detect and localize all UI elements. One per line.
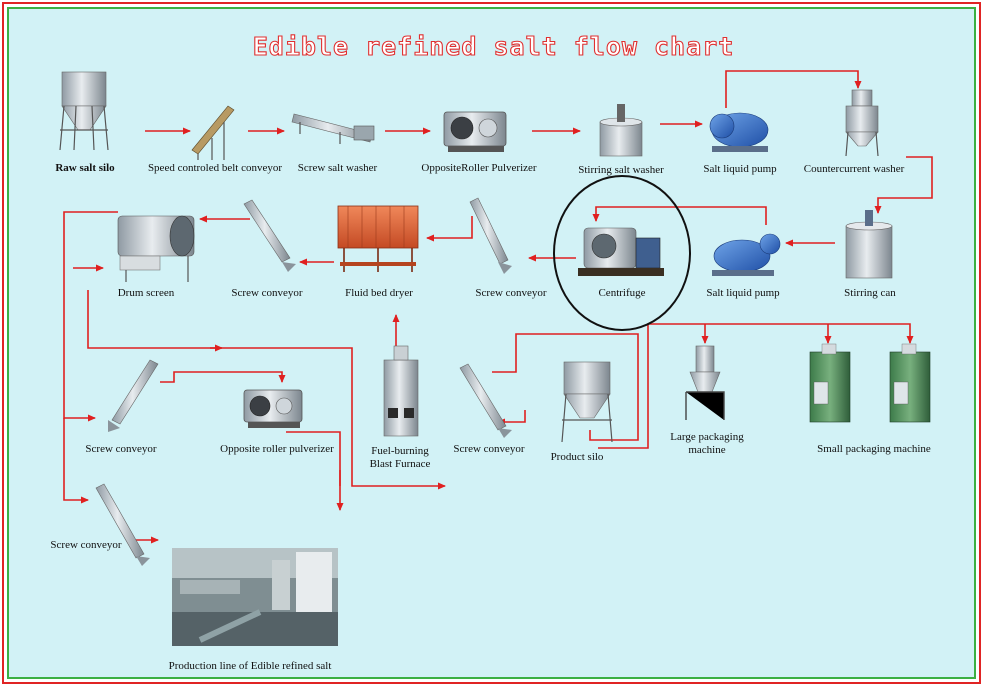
salt-liquid-pump-top-icon	[709, 112, 769, 152]
arrow-drum-to-left-screw	[63, 211, 118, 422]
label-opposite-roller-pulverizer-low: Opposite roller pulverizer	[220, 443, 334, 455]
label-product-silo: Product silo	[550, 451, 604, 463]
label-opposite-roller-pulverizer-top: OppositeRoller Pulverizer	[421, 162, 537, 174]
label-countercurrent-washer: Countercurrent washer	[803, 163, 905, 175]
arrow-screw-to-pulverizer	[160, 371, 286, 383]
label-production-line: Production line of Edible refined salt	[168, 660, 332, 672]
label-screw-conveyor-low-left: Screw conveyor	[85, 443, 157, 455]
screw-conveyor-mid-right-icon	[469, 197, 512, 274]
label-screw-conveyor-bottom: Screw conveyor	[50, 539, 122, 551]
label-raw-salt-silo: Raw salt silo	[55, 162, 115, 174]
label-drum-screen: Drum screen	[117, 287, 175, 299]
screw-conveyor-low-left-icon	[108, 359, 159, 432]
label-stirring-salt-washer: Stirring salt washer	[578, 164, 664, 176]
arrow-left-to-bottom-screw	[63, 418, 89, 504]
stirring-can-icon	[845, 210, 893, 279]
arrow-screw-to-dryer	[426, 216, 473, 242]
chart-title: Edible refined salt flow chart	[252, 31, 735, 61]
screw-salt-washer-icon	[291, 113, 375, 144]
label-blast-furnace: Fuel-burning Blast Furnace	[369, 445, 431, 470]
arrow-pump-to-centrifuge	[592, 206, 767, 225]
label-large-packaging-machine: Large packaging machine	[670, 431, 744, 456]
arrow-silo-to-large-packaging	[598, 323, 914, 449]
screw-conveyor-bottom-icon	[95, 483, 150, 566]
arrow-pump-to-countercurrent	[725, 70, 862, 108]
label-screw-conveyor-mid-right: Screw conveyor	[475, 287, 547, 299]
screw-conveyor-low-center-icon	[459, 363, 512, 438]
blast-furnace-icon	[383, 345, 419, 437]
production-line-photo	[172, 548, 338, 646]
centrifuge-icon	[578, 227, 664, 276]
centrifuge-highlight-circle	[553, 175, 691, 331]
small-packaging-machine-1-icon	[809, 343, 851, 423]
label-belt-conveyor: Speed controled belt conveyor	[147, 162, 283, 174]
arrow-countercurrent-to-stirring-can	[874, 156, 933, 214]
label-screw-salt-washer: Screw salt washer	[297, 162, 378, 174]
label-centrifuge: Centrifuge	[598, 287, 646, 299]
stirring-salt-washer-icon	[599, 104, 643, 157]
arrow-center-screw-to-silo	[492, 333, 639, 441]
fluid-bed-dryer-icon	[337, 205, 419, 272]
arrow-drum-to-center-screw	[87, 290, 446, 490]
label-screw-conveyor-low-center: Screw conveyor	[453, 443, 525, 455]
screw-conveyor-mid-left-icon	[243, 199, 296, 272]
drum-screen-icon	[117, 215, 195, 282]
arrow-center-to-center-screw	[497, 410, 526, 426]
raw-salt-silo-icon	[59, 71, 109, 151]
salt-liquid-pump-mid-icon	[712, 233, 781, 276]
label-fluid-bed-dryer: Fluid bed dryer	[345, 287, 413, 299]
label-small-packaging-machine: Small packaging machine	[817, 443, 931, 455]
countercurrent-washer-icon	[845, 89, 879, 157]
small-packaging-machine-2-icon	[889, 343, 931, 423]
label-screw-conveyor-mid-left: Screw conveyor	[231, 287, 303, 299]
product-silo-icon	[561, 361, 613, 443]
label-stirring-can: Stirring can	[844, 287, 896, 299]
belt-conveyor-icon	[191, 105, 235, 160]
pulverizer-low-icon	[243, 389, 303, 428]
flow-arrows	[63, 70, 933, 544]
pulverizer-top-icon	[443, 111, 507, 152]
large-packaging-machine-icon	[685, 345, 725, 420]
label-salt-liquid-pump-top: Salt liquid pump	[703, 163, 777, 175]
label-salt-liquid-pump-mid: Salt liquid pump	[706, 287, 780, 299]
